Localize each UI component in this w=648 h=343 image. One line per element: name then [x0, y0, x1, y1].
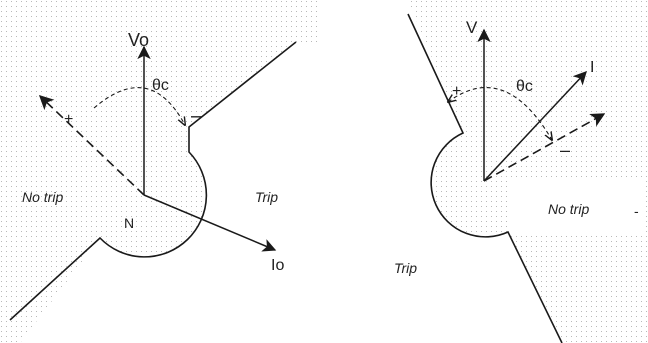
left-current-label: Io: [271, 257, 284, 274]
left-no-trip-label: No trip: [22, 189, 63, 205]
right-minus-sign: –: [560, 140, 570, 160]
right-dashed-vector: [483, 113, 606, 182]
left-angle-label: θc: [152, 77, 169, 94]
left-dashed-vector: [38, 95, 145, 196]
left-trip-region: [20, 42, 320, 343]
left-current-vector: [143, 194, 277, 252]
right-current-label: I: [590, 59, 594, 76]
left-voltage-label: Vo: [128, 30, 149, 50]
right-boundary-line: [407, 13, 563, 343]
right-angle-label: θc: [516, 78, 533, 95]
right-tick-label: -: [634, 203, 639, 219]
right-plus-sign: +: [452, 83, 461, 100]
left-node-label: N: [124, 215, 134, 231]
left-trip-label: Trip: [255, 189, 278, 205]
right-panel: V I θc + – No trip - Trip: [320, 0, 648, 343]
left-angle-arc: [93, 87, 185, 125]
left-minus-sign: –: [191, 105, 203, 127]
right-no-trip-label-box: [510, 180, 642, 236]
right-voltage-label: V: [466, 18, 478, 37]
right-trip-label: Trip: [394, 260, 417, 276]
left-boundary-line: [9, 41, 297, 321]
left-panel: Vo θc + – N No trip Trip Io: [0, 0, 320, 343]
right-trip-region: [320, 0, 562, 343]
right-angle-arc: [448, 87, 552, 140]
right-no-trip-label: No trip: [548, 201, 589, 217]
left-plus-sign: +: [64, 111, 73, 128]
